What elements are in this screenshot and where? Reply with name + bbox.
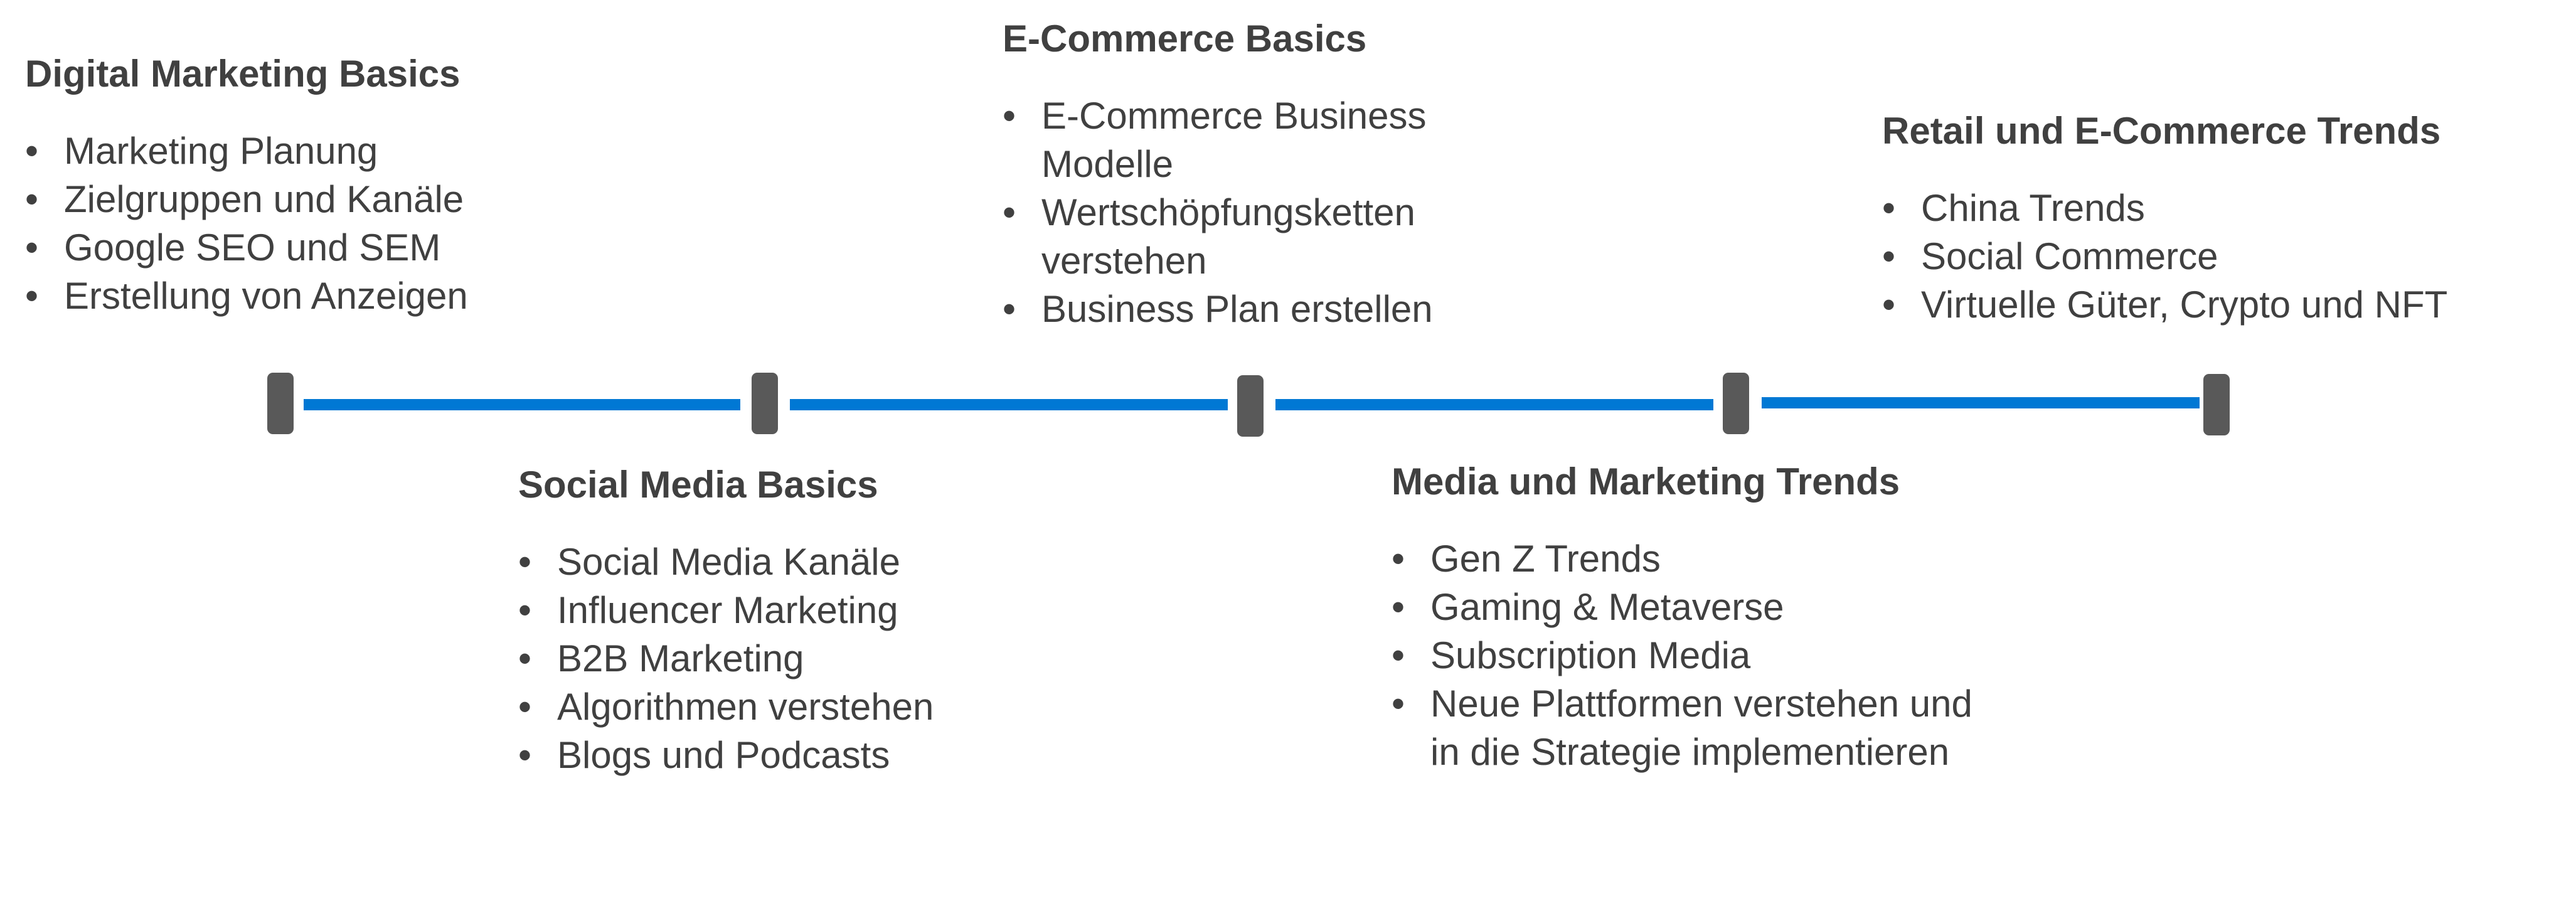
list-item: •Business Plan erstellen xyxy=(1003,285,1433,333)
milestone-1 xyxy=(267,373,294,434)
milestone-5 xyxy=(2203,374,2230,435)
bullet: • xyxy=(1003,191,1016,233)
list-item: •Social Commerce xyxy=(1882,232,2447,280)
bullet: • xyxy=(1392,683,1405,725)
list-item: •Wertschöpfungsketten verstehen xyxy=(1003,188,1433,285)
bullet: • xyxy=(25,130,39,172)
bullet: • xyxy=(1003,288,1016,330)
bullet: • xyxy=(25,178,39,220)
section-e-commerce-basics: E-Commerce Basics •E-Commerce Business M… xyxy=(1003,14,1433,333)
section-list: •China Trends •Social Commerce •Virtuell… xyxy=(1882,184,2447,329)
section-list: •E-Commerce Business Modelle •Wertschöpf… xyxy=(1003,92,1433,333)
list-item: •Blogs und Podcasts xyxy=(518,731,934,779)
list-item: •Subscription Media xyxy=(1392,631,1972,679)
section-title: Retail und E-Commerce Trends xyxy=(1882,110,2441,152)
bullet: • xyxy=(518,637,532,679)
section-list: •Marketing Planung •Zielgruppen und Kanä… xyxy=(25,127,468,320)
list-item: •Neue Plattformen verstehen und in die S… xyxy=(1392,679,1972,776)
list-item: •Zielgruppen und Kanäle xyxy=(25,175,468,223)
list-item: •Influencer Marketing xyxy=(518,586,934,634)
bullet: • xyxy=(25,275,39,317)
connector-2 xyxy=(790,399,1228,410)
bullet: • xyxy=(518,734,532,776)
bullet: • xyxy=(25,226,39,269)
milestone-3 xyxy=(1237,375,1264,437)
bullet: • xyxy=(518,541,532,583)
list-item: •Gen Z Trends xyxy=(1392,535,1972,583)
list-item: •E-Commerce Business Modelle xyxy=(1003,92,1433,188)
list-item: •Gaming & Metaverse xyxy=(1392,583,1972,631)
list-item: •Erstellung von Anzeigen xyxy=(25,272,468,320)
bullet: • xyxy=(1392,586,1405,628)
section-media-und-marketing-trends: Media und Marketing Trends •Gen Z Trends… xyxy=(1392,457,1972,776)
list-item: •Virtuelle Güter, Crypto und NFT xyxy=(1882,280,2447,329)
bullet: • xyxy=(518,589,532,631)
section-list: •Social Media Kanäle •Influencer Marketi… xyxy=(518,538,934,779)
connector-1 xyxy=(304,399,740,410)
list-item: •Social Media Kanäle xyxy=(518,538,934,586)
list-item: •Marketing Planung xyxy=(25,127,468,175)
list-item: •Algorithmen verstehen xyxy=(518,683,934,731)
section-title: Digital Marketing Basics xyxy=(25,53,460,95)
section-title: Social Media Basics xyxy=(518,464,878,506)
milestone-4 xyxy=(1723,373,1749,434)
list-item: •China Trends xyxy=(1882,184,2447,232)
connector-4 xyxy=(1762,397,2200,408)
list-item: •B2B Marketing xyxy=(518,634,934,683)
section-digital-marketing-basics: Digital Marketing Basics •Marketing Plan… xyxy=(25,49,468,320)
section-title: E-Commerce Basics xyxy=(1003,18,1367,60)
list-item: •Google SEO und SEM xyxy=(25,223,468,272)
milestone-2 xyxy=(752,373,778,434)
bullet: • xyxy=(1392,538,1405,580)
section-retail-und-e-commerce-trends: Retail und E-Commerce Trends •China Tren… xyxy=(1882,106,2447,329)
bullet: • xyxy=(1392,634,1405,676)
section-list: •Gen Z Trends •Gaming & Metaverse •Subsc… xyxy=(1392,535,1972,776)
section-social-media-basics: Social Media Basics •Social Media Kanäle… xyxy=(518,460,934,779)
bullet: • xyxy=(518,686,532,728)
bullet: • xyxy=(1882,235,1896,277)
section-title: Media und Marketing Trends xyxy=(1392,461,1900,503)
bullet: • xyxy=(1882,187,1896,229)
connector-3 xyxy=(1275,399,1713,410)
bullet: • xyxy=(1882,284,1896,326)
bullet: • xyxy=(1003,95,1016,137)
